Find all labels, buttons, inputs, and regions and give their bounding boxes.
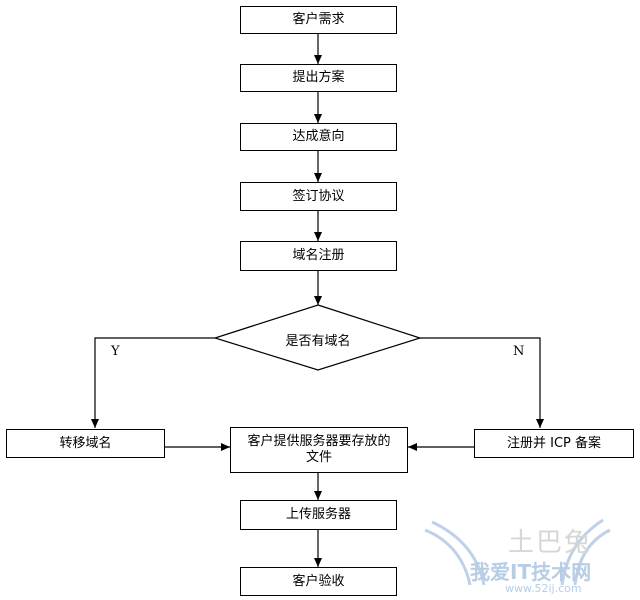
node-transfer-domain: 转移域名 <box>6 429 165 458</box>
node-customer-provide-files: 客户提供服务器要存放的文件 <box>230 427 408 473</box>
watermark-logo-icon <box>424 518 611 586</box>
node-propose-plan: 提出方案 <box>240 64 397 92</box>
watermark-url: www.52ij.com <box>505 582 582 595</box>
node-sign-contract: 签订协议 <box>240 182 397 211</box>
node-register-icp: 注册并 ICP 备案 <box>474 429 634 458</box>
arrow-decision-left <box>91 337 215 428</box>
node-upload-server: 上传服务器 <box>240 500 397 530</box>
decision-diamond <box>213 304 422 371</box>
decision-label: 是否有域名 <box>285 334 351 349</box>
node-customer-acceptance: 客户验收 <box>240 567 397 596</box>
watermark-brand: 土巴兔 <box>508 528 593 558</box>
watermark-site-name: 我爱IT技术网 <box>470 560 592 584</box>
branch-label-no: N <box>513 344 525 359</box>
node-domain-registration: 域名注册 <box>240 241 397 271</box>
arrow-decision-right <box>420 337 544 428</box>
node-customer-demand: 客户需求 <box>240 6 397 34</box>
node-reach-agreement: 达成意向 <box>240 123 397 151</box>
branch-label-yes: Y <box>111 344 120 359</box>
